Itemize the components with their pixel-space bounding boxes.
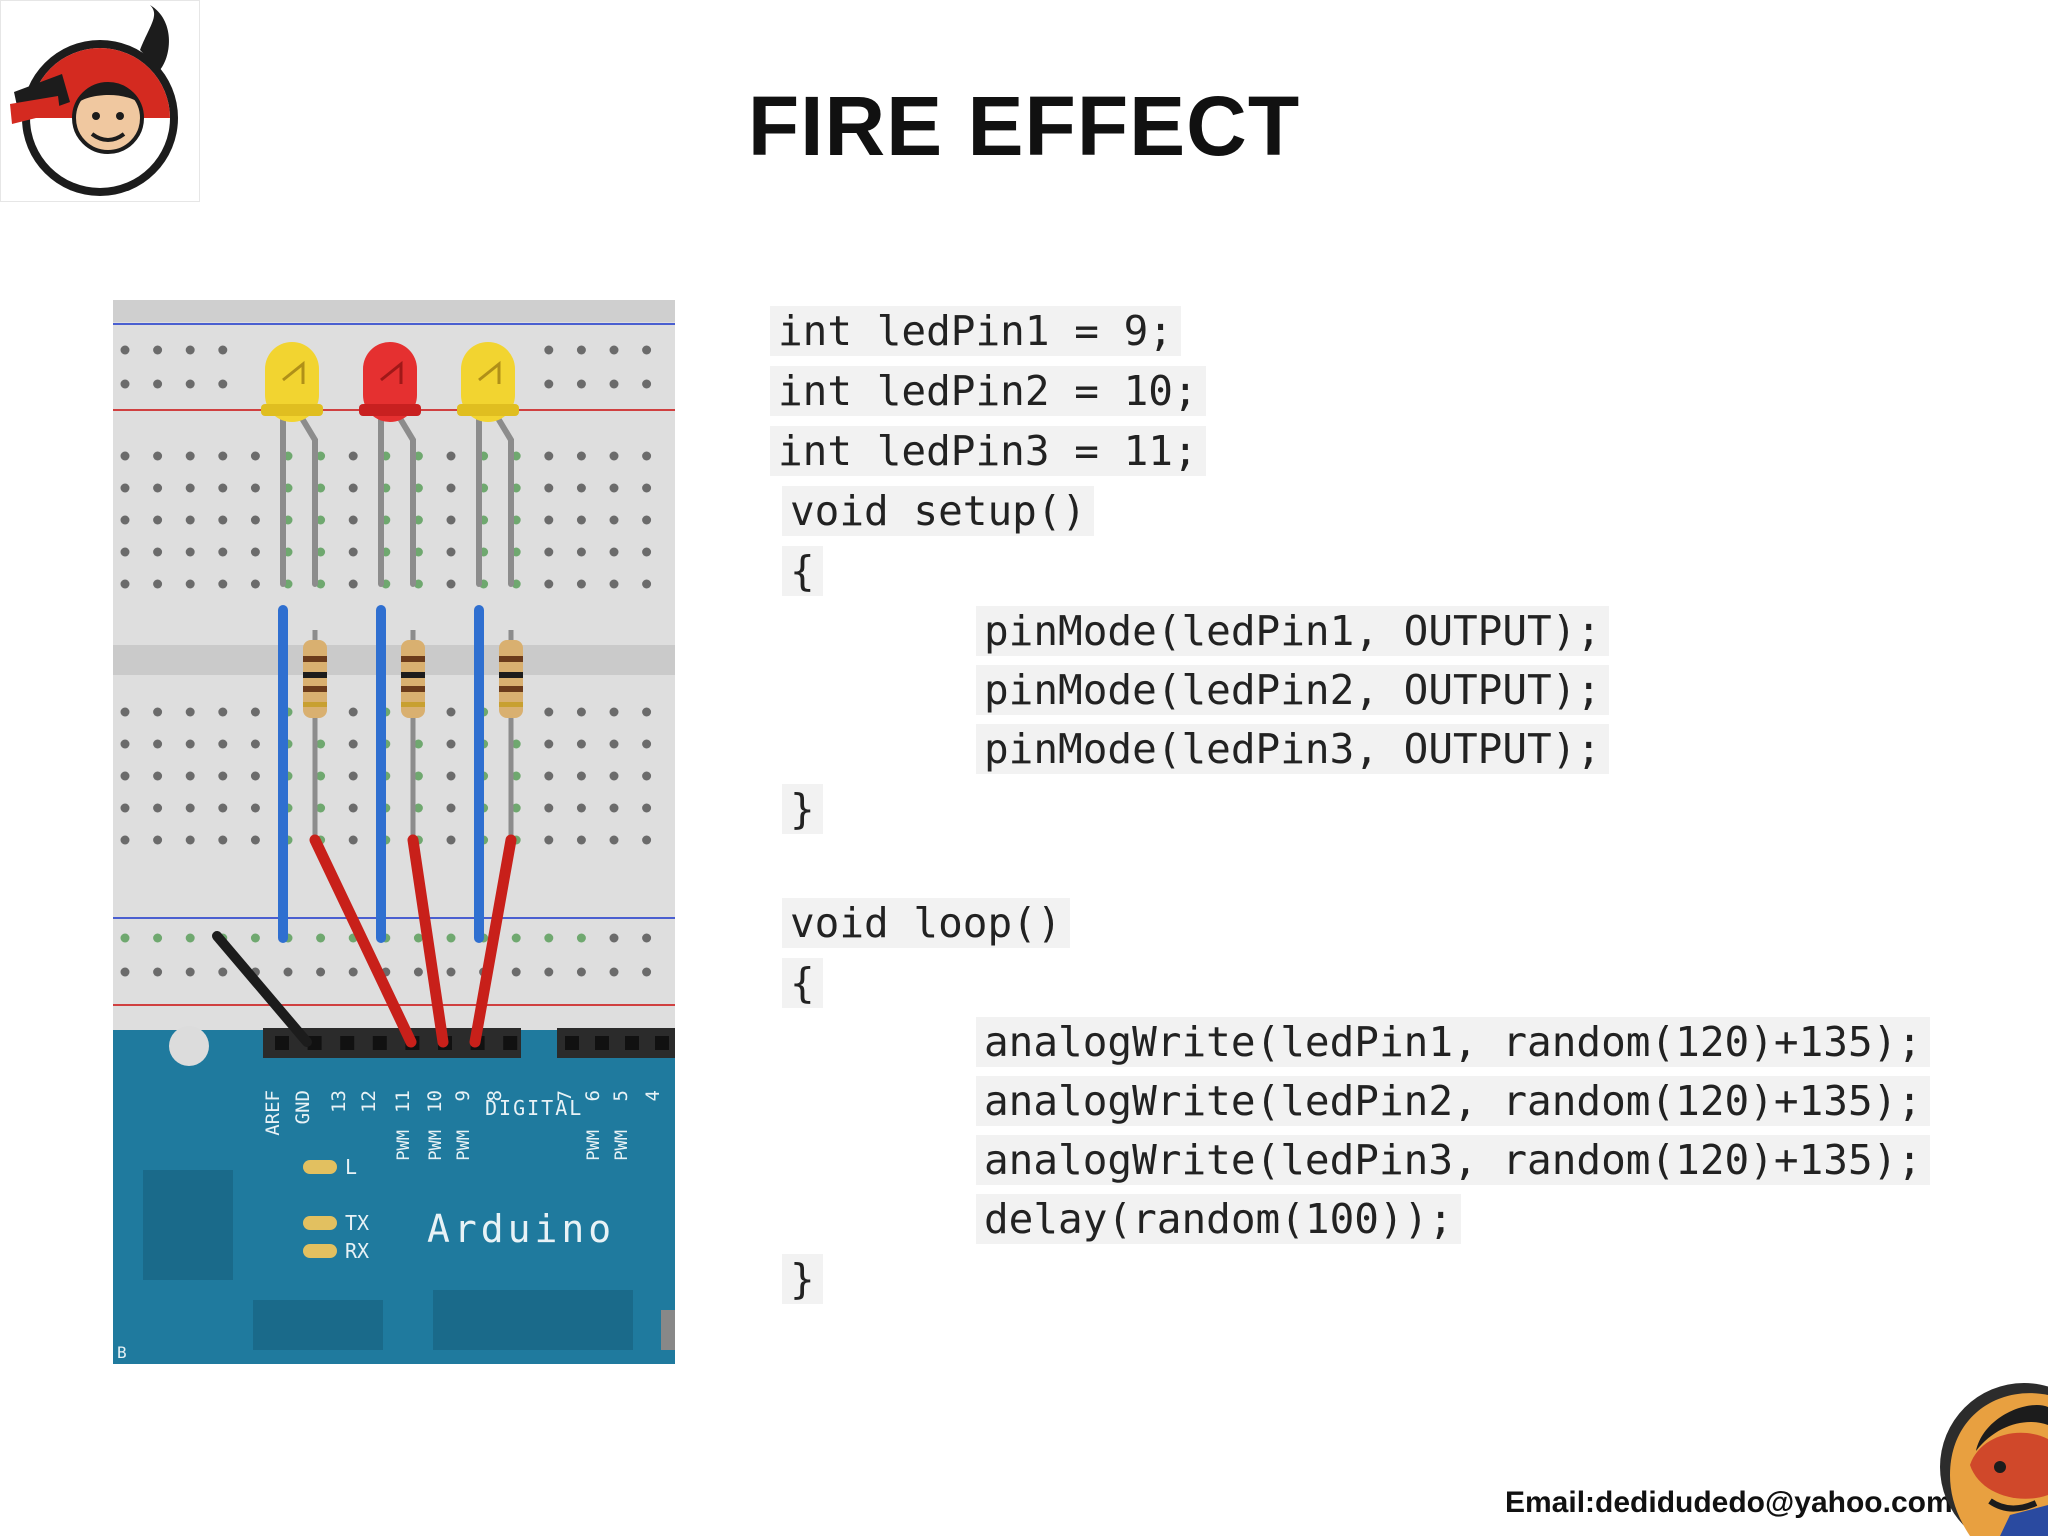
led-yellow-1 <box>261 342 323 422</box>
pwm-label: PWM <box>454 1130 474 1161</box>
corner-mark: B <box>117 1343 127 1362</box>
arduino-label: Arduino <box>427 1207 615 1251</box>
pwm-label: PWM <box>394 1130 414 1161</box>
presenter-logo <box>0 0 200 202</box>
header-pin-label: 6 <box>582 1090 604 1101</box>
code-line: pinMode(ledPin1, OUTPUT); <box>976 606 1610 656</box>
header-pin-label: 8 <box>484 1090 506 1101</box>
ground-wire <box>212 931 312 1047</box>
header-pin-label: AREF <box>262 1090 284 1136</box>
code-line: } <box>782 1254 823 1304</box>
code-listing: int ledPin1 = 9; int ledPin2 = 10; int l… <box>770 290 1930 1330</box>
pwm-label: PWM <box>584 1130 604 1161</box>
led-legs <box>280 417 514 587</box>
header-pin-label: 11 <box>392 1090 414 1113</box>
code-line: void loop() <box>782 898 1070 948</box>
presenter-avatar <box>1940 1383 2048 1536</box>
code-line: analogWrite(ledPin3, random(120)+135); <box>976 1135 1930 1185</box>
header-pin-label: GND <box>292 1090 314 1124</box>
led-l-label: L <box>345 1155 357 1179</box>
header-pin-label: 7 <box>554 1090 576 1101</box>
header-pin-label: 9 <box>452 1090 474 1101</box>
code-line: void setup() <box>782 486 1095 536</box>
code-line: { <box>782 958 823 1008</box>
led-yellow-2 <box>457 342 519 422</box>
header-pin-label: 10 <box>424 1090 446 1113</box>
pwm-label: PWM <box>612 1130 632 1161</box>
header-pin-label: 12 <box>358 1090 380 1113</box>
slide-title: FIRE EFFECT <box>747 79 1301 173</box>
header-pin-label: 13 <box>328 1090 350 1113</box>
header-pin-label: 5 <box>610 1090 632 1101</box>
resistors <box>303 630 523 840</box>
pwm-label: PWM <box>426 1130 446 1161</box>
code-line: { <box>782 546 823 596</box>
code-line: pinMode(ledPin3, OUTPUT); <box>976 724 1610 774</box>
code-line: delay(random(100)); <box>976 1194 1461 1244</box>
contact-email: Email:dedidudedo@yahoo.com <box>1505 1486 1953 1519</box>
digital-label: DIGITAL <box>485 1096 583 1120</box>
code-line: int ledPin1 = 9; <box>770 306 1181 356</box>
code-line: int ledPin2 = 10; <box>770 366 1206 416</box>
code-line: } <box>782 784 823 834</box>
red-wires <box>309 834 517 1048</box>
rx-label: RX <box>345 1239 369 1263</box>
code-line: pinMode(ledPin2, OUTPUT); <box>976 665 1610 715</box>
code-line: analogWrite(ledPin1, random(120)+135); <box>976 1017 1930 1067</box>
tx-label: TX <box>345 1211 369 1235</box>
blue-wires <box>278 605 484 943</box>
header-pin-label: 4 <box>642 1090 664 1101</box>
led-red <box>359 342 421 422</box>
code-line: int ledPin3 = 11; <box>770 426 1206 476</box>
code-line: analogWrite(ledPin2, random(120)+135); <box>976 1076 1930 1126</box>
